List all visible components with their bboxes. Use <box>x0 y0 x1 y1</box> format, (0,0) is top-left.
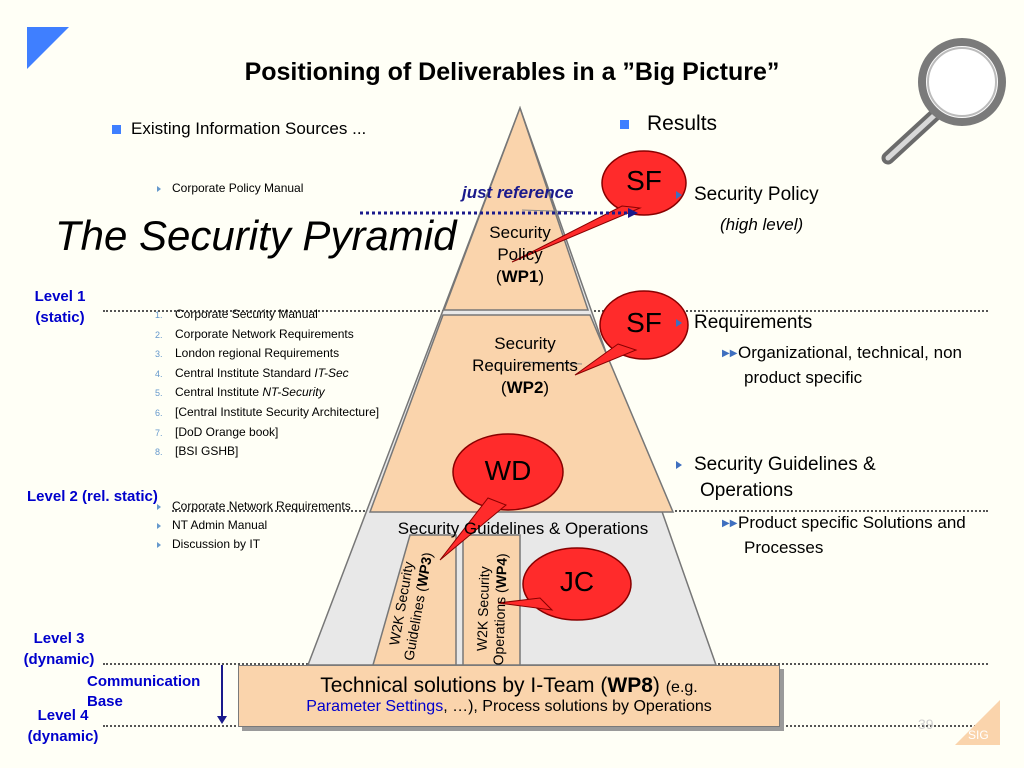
bullet-triangle-icon <box>157 522 161 529</box>
list-item: NT Admin Manual <box>157 516 351 535</box>
list-item: 6.[Central Institute Security Architectu… <box>155 404 380 419</box>
bubble-sf-1-tail <box>511 205 642 263</box>
result-req-sub: ▶▶Organizational, technical, non product… <box>722 343 962 387</box>
just-reference-label: just reference <box>462 183 574 202</box>
result-requirements: Requirements <box>676 310 812 336</box>
list-item: 1.Corporate Security Manual <box>155 307 318 321</box>
bullet-square-icon <box>112 125 121 135</box>
pyramid-level-top <box>442 105 590 311</box>
list-item: Discussion by IT <box>157 535 351 554</box>
bubble-wd-tail <box>439 497 507 561</box>
page-title: Positioning of Deliverables in a ”Big Pi… <box>244 58 780 86</box>
list-item: 8.[BSI GSHB] <box>155 444 239 459</box>
parameter-settings-link[interactable]: Parameter Settings <box>306 698 444 715</box>
bullet-triangle-icon <box>676 460 682 469</box>
magnifier-icon <box>881 38 1006 165</box>
page-number: 39 <box>918 716 934 732</box>
double-triangle-icon: ▶▶ <box>722 517 738 529</box>
bubble-jc: JC <box>559 566 595 597</box>
result-guide-sub: ▶▶Product specific Solutions and Process… <box>722 513 966 557</box>
list-item: 5.Central Institute NT-Security <box>155 385 325 400</box>
reference-arrow-head <box>628 208 638 218</box>
results-header: Results <box>620 111 717 137</box>
bubble-sf-2: SF <box>626 307 662 338</box>
double-triangle-icon: ▶▶ <box>722 347 738 359</box>
pyramid-title: The Security Pyramid <box>55 212 457 259</box>
level3-label: Level 3(dynamic) <box>23 630 95 668</box>
connector-line <box>521 361 583 365</box>
bullet-triangle-icon <box>676 318 682 327</box>
guidelines-band-label: Security Guidelines & Operations <box>397 519 649 538</box>
level2-label: Level 2 (rel. static) <box>27 488 158 505</box>
footer-logo-shape <box>955 700 1000 745</box>
bubble-sf-2-tail <box>574 343 638 376</box>
result-guidelines: Security Guidelines & Operations <box>676 452 876 504</box>
bubble-sf-1: SF <box>626 165 662 196</box>
bullet-square-icon <box>620 119 629 129</box>
numbered-sources-list: 1.Corporate Security Manual 2.Corporate … <box>155 305 379 462</box>
level4-label: Level 4(dynamic) <box>27 707 99 745</box>
list-item: 2.Corporate Network Requirements <box>155 326 354 341</box>
technical-solutions-box: Technical solutions by I-Team (WP8) (e.g… <box>238 665 780 727</box>
bubble-wd: WD <box>484 455 532 486</box>
corner-triangle-icon <box>27 27 69 69</box>
list-item: 4.Central Institute Standard IT-Sec <box>155 365 349 380</box>
list-item: Corporate Network Requirements <box>157 497 351 516</box>
bubble-sf-2-shape <box>599 290 689 360</box>
tech-line1: Technical solutions by I-Team (WP8) (e.g… <box>320 674 698 697</box>
level1-label: Level 1(static) <box>34 288 86 326</box>
bubble-wd-shape <box>452 433 564 511</box>
sources-header: Existing Information Sources ... <box>112 119 366 139</box>
comm-arrow-head <box>217 716 227 724</box>
source-item: Corporate Policy Manual <box>157 181 303 195</box>
result-policy-sub: (high level) <box>720 215 804 234</box>
result-security-policy: Security Policy <box>676 182 819 208</box>
tech-line2: Parameter Settings, …), Process solution… <box>306 698 712 715</box>
bullet-triangle-icon <box>157 503 161 510</box>
bullet-triangle-icon <box>157 185 161 192</box>
bubble-jc-shape <box>522 547 632 621</box>
list-item: 7.[DoD Orange book] <box>155 424 279 439</box>
ops-sources-list: Corporate Network Requirements NT Admin … <box>157 497 351 554</box>
bubble-jc-tail <box>497 597 554 611</box>
list-item: 3.London regional Requirements <box>155 346 340 361</box>
footer-logo-text: SIG <box>968 728 989 742</box>
bubble-sf-1-shape <box>601 150 687 216</box>
bullet-triangle-icon <box>157 541 161 548</box>
bullet-triangle-icon <box>676 190 682 199</box>
